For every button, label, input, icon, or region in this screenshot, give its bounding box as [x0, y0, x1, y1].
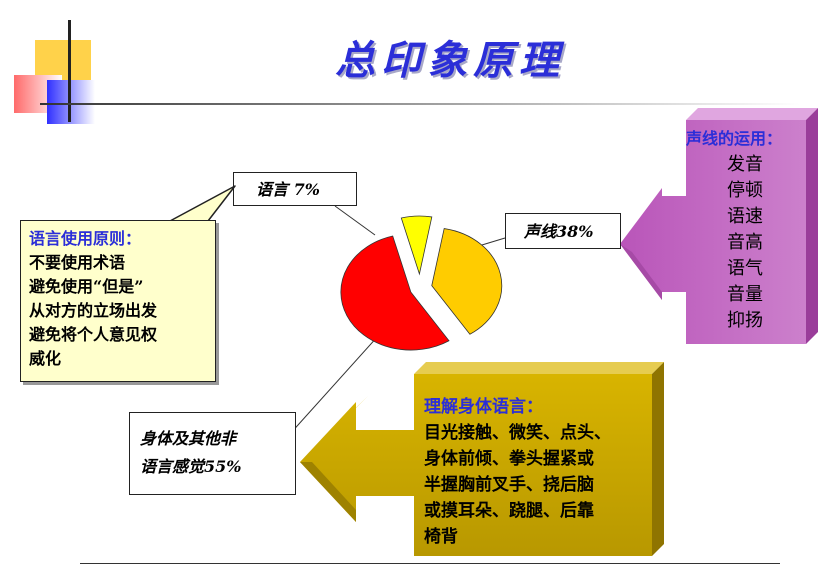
callout-body-line1: 身体及其他非 [140, 429, 237, 448]
voice-usage-item: 音量 [727, 284, 763, 305]
language-rules-heading: 语言使用原则： [29, 229, 142, 248]
callout-body: 身体及其他非 语言感觉55% [129, 412, 296, 495]
language-rules-box: 语言使用原则： 不要使用术语 避免使用“但是” 从对方的立场出发 避免将个人意见… [20, 220, 216, 382]
voice-usage-item: 语气 [727, 258, 763, 279]
page-title: 总印象原理 [335, 37, 565, 84]
callout-voice: 声线38% [505, 213, 621, 249]
language-rule-item: 避免将个人意见权 [29, 325, 158, 344]
voice-usage-item: 音高 [727, 232, 763, 253]
voice-usage-heading: 声线的运用： [686, 129, 783, 148]
pie-slice-body [340, 235, 450, 351]
callout-body-line2: 语言感觉55% [140, 457, 242, 476]
footer-divider [80, 563, 780, 564]
leader-line-language [334, 205, 376, 236]
impression-pie-chart [340, 215, 503, 351]
pie-slice-voice [431, 228, 503, 335]
leader-line-body [279, 324, 389, 446]
callout-language: 语言 7% [233, 172, 357, 206]
voice-usage-list: 声线的运用： 发音 停顿 语速 音高 语气 音量 抑扬 [686, 126, 804, 334]
body-language-item: 身体前倾、拳头握紧或 [424, 449, 594, 469]
header-divider [40, 103, 800, 105]
body-language-item: 半握胸前叉手、挠后脑 [424, 475, 594, 495]
body-language-item: 或摸耳朵、跷腿、后靠 [424, 501, 594, 521]
body-language-list: 理解身体语言： 目光接触、微笑、点头、 身体前倾、拳头握紧或 半握胸前叉手、挠后… [424, 394, 650, 550]
voice-usage-item: 停顿 [727, 180, 763, 201]
body-language-arrow [300, 362, 664, 556]
language-rule-item: 避免使用“但是” [29, 277, 144, 296]
body-language-item: 椅背 [424, 527, 458, 547]
voice-arrow [620, 108, 818, 344]
language-rule-item: 不要使用术语 [29, 253, 126, 272]
voice-usage-item: 发音 [727, 154, 763, 175]
body-language-heading: 理解身体语言： [424, 397, 543, 417]
language-rule-item: 从对方的立场出发 [29, 301, 158, 320]
language-rule-item: 威化 [29, 349, 62, 368]
decor-vertical-line [68, 20, 71, 122]
voice-usage-item: 抑扬 [727, 310, 763, 331]
pie-slice-language [400, 215, 433, 276]
body-language-item: 目光接触、微笑、点头、 [424, 423, 611, 443]
voice-usage-item: 语速 [727, 206, 763, 227]
decor-blue-square [47, 80, 95, 124]
